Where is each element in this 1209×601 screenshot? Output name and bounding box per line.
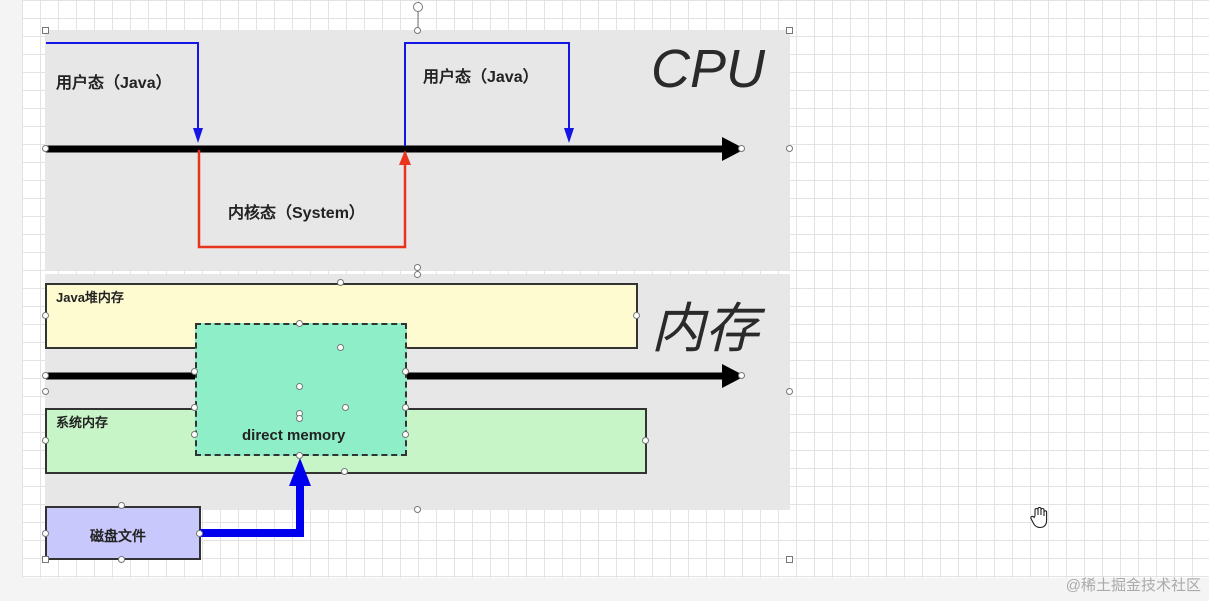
selection-handle[interactable] — [402, 431, 409, 438]
selection-handle[interactable] — [337, 279, 344, 286]
disk-to-direct-arrow — [200, 482, 304, 537]
hand-icon — [1030, 507, 1050, 529]
disk-to-direct-arrowhead — [289, 458, 311, 486]
selection-handle[interactable] — [118, 502, 125, 509]
user-mode-left-label: 用户态（Java） — [56, 75, 172, 92]
java-heap-label: Java堆内存 — [56, 290, 124, 305]
selection-handle[interactable] — [296, 320, 303, 327]
watermark: @稀土掘金技术社区 — [1065, 577, 1201, 594]
selection-handle[interactable] — [118, 556, 125, 563]
disk-file-label: 磁盘文件 — [90, 528, 146, 544]
kernel-mode-arrowhead — [399, 150, 411, 165]
memory-timeline-arrowhead — [722, 364, 745, 388]
selection-handle[interactable] — [42, 556, 49, 563]
selection-handle[interactable] — [642, 437, 649, 444]
cpu-timeline-arrowhead — [722, 137, 745, 161]
selection-handle[interactable] — [42, 312, 49, 319]
selection-handle[interactable] — [786, 556, 793, 563]
user-mode-right-arrowhead — [564, 128, 574, 143]
selection-handle[interactable] — [42, 27, 49, 34]
selection-handle[interactable] — [191, 431, 198, 438]
selection-handle[interactable] — [414, 264, 421, 271]
selection-handle[interactable] — [414, 27, 421, 34]
selection-handle[interactable] — [738, 372, 745, 379]
selection-handle[interactable] — [296, 383, 303, 390]
selection-handle[interactable] — [786, 145, 793, 152]
selection-handle[interactable] — [342, 404, 349, 411]
selection-handle[interactable] — [402, 404, 409, 411]
user-mode-left-arrowhead — [193, 128, 203, 143]
selection-handle[interactable] — [402, 368, 409, 375]
system-memory-label: 系统内存 — [56, 415, 109, 430]
cpu-title: CPU — [651, 39, 766, 99]
selection-handle[interactable] — [414, 506, 421, 513]
selection-handle[interactable] — [786, 27, 793, 34]
memory-title: 内存 — [651, 299, 759, 359]
selection-handle[interactable] — [341, 468, 348, 475]
selection-handle[interactable] — [42, 437, 49, 444]
selection-handle[interactable] — [786, 388, 793, 395]
selection-handle[interactable] — [296, 415, 303, 422]
kernel-mode-line — [197, 150, 407, 249]
user-mode-left-line — [46, 42, 199, 132]
selection-handle[interactable] — [191, 368, 198, 375]
selection-handle[interactable] — [42, 388, 49, 395]
rotate-handle[interactable] — [413, 2, 423, 12]
selection-handle[interactable] — [337, 344, 344, 351]
direct-memory-label: direct memory — [242, 427, 346, 444]
user-mode-right-label: 用户态（Java） — [423, 69, 539, 86]
selection-handle[interactable] — [633, 312, 640, 319]
selection-handle[interactable] — [738, 145, 745, 152]
selection-handle[interactable] — [42, 145, 49, 152]
selection-handle[interactable] — [42, 372, 49, 379]
selection-handle[interactable] — [414, 271, 421, 278]
selection-handle[interactable] — [42, 530, 49, 537]
user-mode-right-line — [404, 42, 570, 146]
selection-handle[interactable] — [296, 452, 303, 459]
kernel-mode-label: 内核态（System） — [228, 205, 365, 222]
selection-handle[interactable] — [191, 404, 198, 411]
selection-handle[interactable] — [196, 530, 203, 537]
